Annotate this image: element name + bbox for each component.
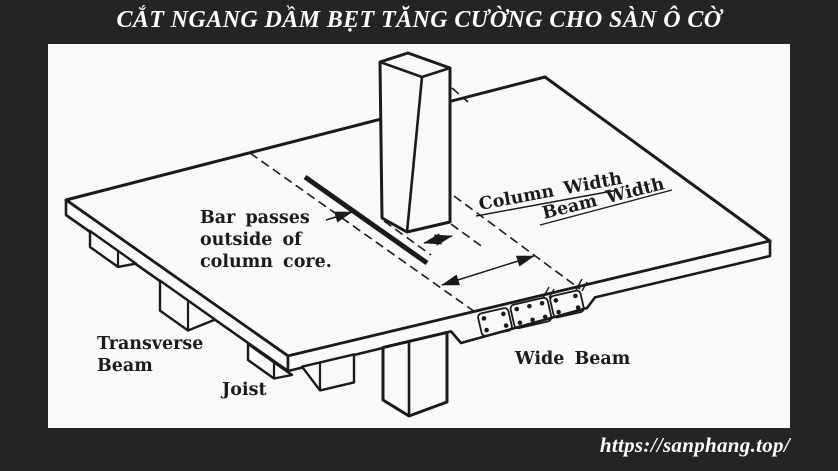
transverse-beam-label-line1: Transverse — [97, 334, 203, 354]
diagram-panel: Column Width Beam Width — [48, 44, 790, 428]
bar-note-text: Bar passes outside of column core. — [200, 208, 332, 272]
reinforcement-bar — [303, 174, 429, 266]
beam-edge-hidden-line-back — [249, 152, 476, 313]
beam-width-dimension-arrow — [441, 255, 535, 286]
stirrup-3 — [549, 289, 585, 319]
waffle-slab-isometric-diagram: Column Width Beam Width — [64, 51, 772, 418]
stirrup-2 — [509, 296, 553, 330]
bar-end-ticks — [542, 278, 588, 299]
column-width-extension-left — [383, 220, 432, 256]
page-title: CẮT NGANG DẦM BẸT TĂNG CƯỜNG CHO SÀN Ô C… — [116, 7, 722, 33]
column-width-dimension-arrow — [423, 233, 453, 246]
column-above-slab — [378, 51, 452, 234]
column-below-slab — [381, 330, 449, 418]
beam-width-leader-line — [539, 189, 673, 226]
transverse-beam-label-line2: Beam — [97, 356, 153, 376]
bar-note-line2: outside of — [200, 230, 303, 250]
column-width-extension-right — [450, 223, 485, 249]
column-width-leader-line — [475, 189, 619, 217]
wide-beam-label: Wide Beam — [514, 349, 631, 369]
joist-rib-1 — [88, 229, 138, 269]
beam-edge-hidden-line-front — [453, 195, 581, 290]
footer-url: https://sanphang.top/ — [599, 433, 790, 457]
bar-note-line1: Bar passes — [200, 208, 310, 228]
joist-label: Joist — [220, 380, 267, 400]
transverse-beam-rib — [158, 279, 217, 332]
stirrup-1 — [477, 307, 513, 337]
beam-edge-hidden-line-behind-column — [451, 87, 469, 103]
joist-rib-2 — [246, 342, 294, 380]
joist-rib-end-right-face — [300, 353, 356, 392]
note-leader-arrow — [325, 211, 353, 223]
bar-note-line3: column core. — [200, 252, 332, 272]
